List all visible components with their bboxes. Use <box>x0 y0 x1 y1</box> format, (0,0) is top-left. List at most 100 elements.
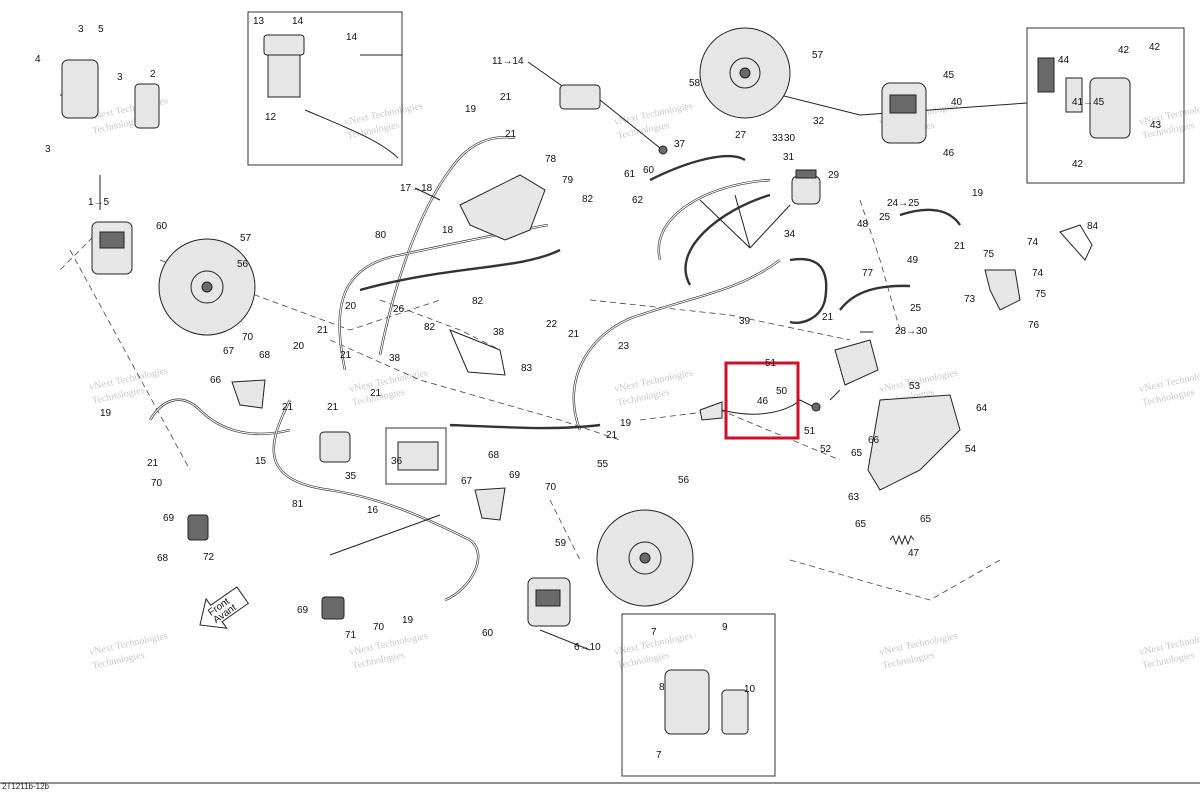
part-callout: 3 <box>117 72 123 83</box>
part-callout: 57 <box>240 233 252 244</box>
part-callout: 30 <box>784 133 796 144</box>
part-callout: 59 <box>555 538 567 549</box>
caliper-detail-inset-front <box>664 669 749 735</box>
part-callout: 54 <box>965 444 977 455</box>
part-callout: 71 <box>345 630 357 641</box>
part-callout: 21 <box>822 312 834 323</box>
part-callout: 6→10 <box>574 642 601 653</box>
part-callout: 7 <box>656 750 662 761</box>
part-callout: 3 <box>45 144 51 155</box>
part-callout: 68 <box>157 553 169 564</box>
part-callout: 25 <box>879 212 891 223</box>
part-callout: 19 <box>620 418 632 429</box>
part-callout: 84 <box>1087 221 1099 232</box>
part-callout: 17→18 <box>400 183 433 194</box>
part-callout: 27 <box>735 130 747 141</box>
brake-disc-rear <box>699 27 791 119</box>
part-callout: 5 <box>98 24 104 35</box>
part-callout: 51 <box>804 426 816 437</box>
part-callout: 53 <box>909 381 921 392</box>
part-callout: 74 <box>1032 268 1044 279</box>
part-callout: 69 <box>297 605 309 616</box>
inset-box-master-cylinder <box>247 11 403 166</box>
speed-sensor-72 <box>187 514 209 541</box>
part-callout: 78 <box>545 154 557 165</box>
speed-sensor-71 <box>321 596 345 620</box>
part-callout: 15 <box>255 456 267 467</box>
part-callout: 40 <box>951 97 963 108</box>
part-callout: 68 <box>259 350 271 361</box>
part-callout: 24→25 <box>887 198 920 209</box>
part-callout: 38 <box>493 327 505 338</box>
part-callout: 42 <box>1072 159 1084 170</box>
part-callout: 65 <box>855 519 867 530</box>
part-callout: 29 <box>828 170 840 181</box>
part-callout: 19 <box>402 615 414 626</box>
part-callout: 49 <box>907 255 919 266</box>
part-callout: 65 <box>851 448 863 459</box>
part-callout: 51 <box>765 358 777 369</box>
caliper-rear <box>881 82 927 144</box>
sensor-bracket-73 <box>984 269 1021 311</box>
part-callout: 80 <box>375 230 387 241</box>
gasket-84 <box>1059 224 1093 261</box>
proportioning-valve <box>319 431 439 471</box>
part-callout: 70 <box>242 332 254 343</box>
inset-box-rear-caliper <box>1026 27 1185 184</box>
pedal-bracket <box>867 394 961 491</box>
part-callout: 60 <box>482 628 494 639</box>
leader-lines <box>60 54 1028 651</box>
part-callout: 18 <box>442 225 454 236</box>
master-cylinder <box>559 84 668 155</box>
sensor-bracket-67-left <box>231 379 266 409</box>
part-callout: 41→45 <box>1072 97 1105 108</box>
part-callout: 79 <box>562 175 574 186</box>
return-spring <box>889 534 915 546</box>
part-callout: 56 <box>237 259 249 270</box>
front-direction-arrow: Front Avant <box>199 586 250 629</box>
part-callout: 70 <box>151 478 163 489</box>
part-callout: 38 <box>389 353 401 364</box>
part-callout: 16 <box>367 505 379 516</box>
part-callout: 46 <box>757 396 769 407</box>
part-callout: 83 <box>521 363 533 374</box>
part-callout: 21 <box>317 325 329 336</box>
inset-box-front-caliper <box>621 613 776 777</box>
part-callout: 20 <box>293 341 305 352</box>
part-callout: 66 <box>868 435 880 446</box>
part-callout: 39 <box>739 316 751 327</box>
part-callout: 28→30 <box>895 326 928 337</box>
part-callout: 67 <box>223 346 235 357</box>
part-callout: 21 <box>606 430 618 441</box>
part-callout: 57 <box>812 50 824 61</box>
part-callout: 10 <box>744 684 756 695</box>
diagram-code: 2T1211b-12b <box>2 782 49 791</box>
brake-disc-front-left <box>158 238 256 336</box>
part-callout: 45 <box>943 70 955 81</box>
brake-disc-front-right <box>596 509 694 607</box>
brake-lines <box>148 136 961 602</box>
part-callouts: 1→52333456→1077891011→1412131414151617→1… <box>35 16 1162 761</box>
caliper-front-right <box>527 577 571 627</box>
part-callout: 4 <box>35 54 41 65</box>
part-callout: 55 <box>597 459 609 470</box>
part-callout: 64 <box>976 403 988 414</box>
part-callout: 22 <box>546 319 558 330</box>
part-callout: 21 <box>370 388 382 399</box>
part-callout: 52 <box>820 444 832 455</box>
part-callout: 48 <box>857 219 869 230</box>
inset-box-valve <box>385 427 447 485</box>
part-callout: 68 <box>488 450 500 461</box>
fluid-reservoir <box>791 169 821 205</box>
part-callout: 11→14 <box>492 56 524 67</box>
part-callout: 21 <box>340 350 352 361</box>
part-callout: 31 <box>783 152 795 163</box>
part-callout: 61 <box>624 169 636 180</box>
